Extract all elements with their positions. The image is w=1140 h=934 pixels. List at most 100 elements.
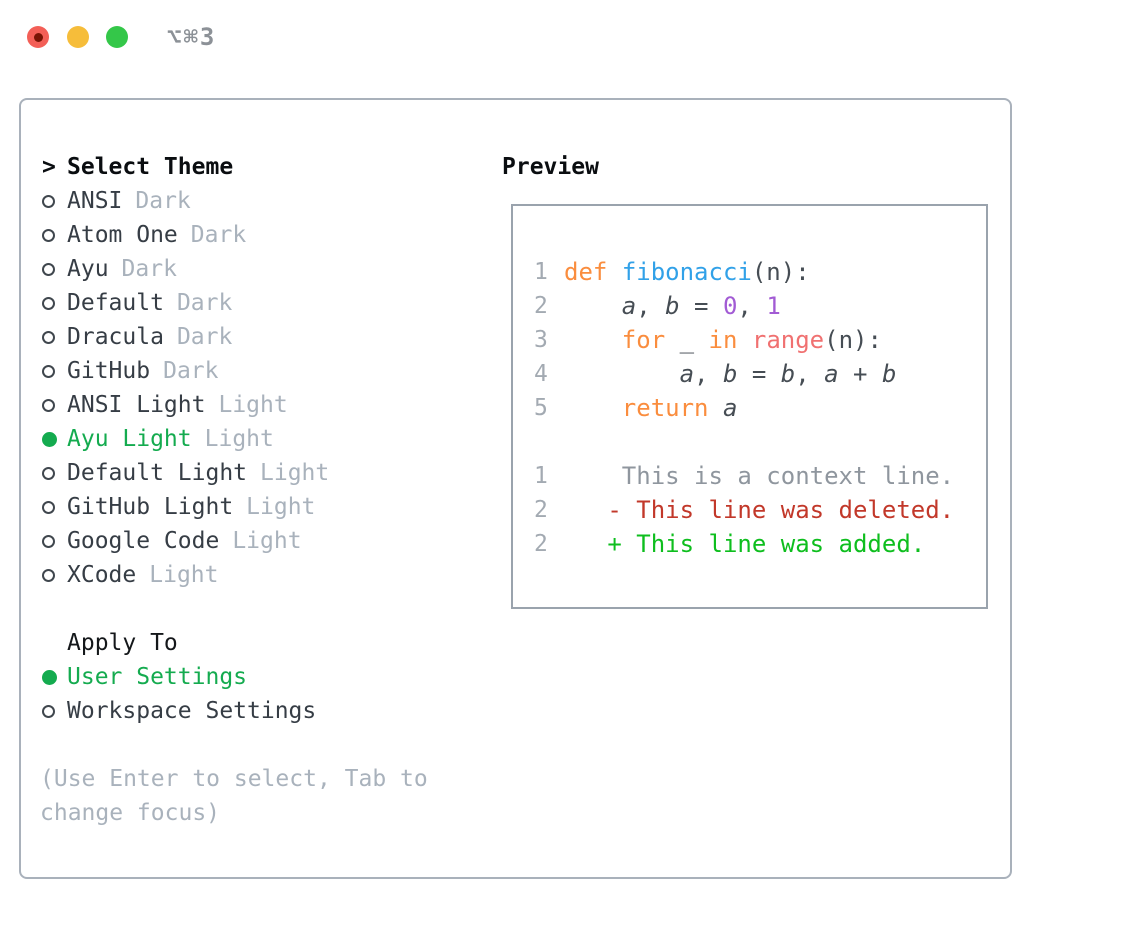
close-button[interactable] (27, 26, 49, 48)
theme-name: Ayu (67, 256, 109, 282)
theme-variant-badge: Dark (176, 324, 233, 350)
radio-icon (42, 262, 55, 276)
code-line (534, 425, 986, 459)
code-token (607, 258, 621, 286)
apply-to-option[interactable]: Workspace Settings (40, 694, 316, 728)
code-token (737, 326, 751, 354)
main-panel: > Select Theme ANSI Dark Atom One Dark A… (19, 98, 1012, 879)
theme-variant-badge: Light (218, 392, 288, 418)
maximize-button[interactable] (106, 26, 128, 48)
theme-name: ANSI (67, 188, 123, 214)
code-token: 0 (722, 292, 738, 320)
code-token: in (708, 326, 738, 354)
select-theme-title: Select Theme (67, 154, 234, 180)
code-token: _ (665, 326, 709, 354)
code-token: a (679, 360, 695, 388)
select-theme-heading: > Select Theme (40, 150, 233, 184)
line-number: 5 (534, 395, 548, 421)
line-number: 3 (534, 327, 548, 353)
code-line: 4 a, b = b, a + b (534, 357, 986, 391)
code-text: return a (564, 394, 738, 422)
code-token: range (751, 326, 825, 354)
code-text: def fibonacci(n): (564, 258, 810, 286)
code-token (564, 394, 622, 422)
theme-option[interactable]: Dracula Dark (40, 320, 329, 354)
radio-icon (42, 500, 55, 514)
code-text: a, b = b, a + b (564, 360, 897, 388)
theme-variant-badge: Dark (176, 290, 233, 316)
theme-option[interactable]: Default Light Light (40, 456, 329, 490)
code-token: a (824, 360, 839, 388)
apply-to-options: User Settings Workspace Settings (40, 660, 316, 728)
code-text: for _ in range(n): (564, 326, 882, 354)
line-number: 1 (534, 259, 548, 285)
code-token (709, 394, 723, 422)
code-token: , (636, 292, 666, 320)
line-number: 2 (534, 531, 548, 557)
theme-name: Ayu Light (67, 426, 192, 452)
code-text: a, b = 0, 1 (564, 292, 781, 320)
code-token: 1 (766, 292, 781, 320)
theme-variant-badge: Light (260, 460, 330, 486)
code-line: 3 for _ in range(n): (534, 323, 986, 357)
code-line: 1 This is a context line. (534, 459, 986, 493)
radio-icon (42, 534, 55, 548)
code-token: , (795, 360, 825, 388)
code-token: , (737, 292, 767, 320)
radio-icon (42, 704, 55, 718)
radio-icon (42, 669, 57, 685)
code-line: 5 return a (534, 391, 986, 425)
theme-option[interactable]: Default Dark (40, 286, 329, 320)
theme-option[interactable]: ANSI Light Light (40, 388, 329, 422)
theme-name: Default (67, 290, 164, 316)
theme-option[interactable]: Ayu Light Light (40, 422, 329, 456)
theme-option[interactable]: Atom One Dark (40, 218, 329, 252)
code-token (564, 360, 680, 388)
radio-icon (42, 398, 55, 412)
theme-variant-badge: Light (149, 562, 219, 588)
preview-title: Preview (502, 154, 599, 180)
theme-name: GitHub Light (67, 494, 234, 520)
radio-icon (42, 364, 55, 378)
radio-icon (42, 568, 55, 582)
theme-option[interactable]: XCode Light (40, 558, 329, 592)
theme-variant-badge: Light (246, 494, 316, 520)
hint-text: (Use Enter to select, Tab to change focu… (40, 766, 428, 826)
theme-option[interactable]: GitHub Dark (40, 354, 329, 388)
apply-to-label: Workspace Settings (67, 698, 317, 724)
code-line: 2 a, b = 0, 1 (534, 289, 986, 323)
theme-name: ANSI Light (67, 392, 206, 418)
theme-option[interactable]: GitHub Light Light (40, 490, 329, 524)
theme-option[interactable]: ANSI Dark (40, 184, 329, 218)
code-token (564, 292, 622, 320)
code-token: fibonacci (621, 258, 752, 286)
code-line: 2 - This line was deleted. (534, 493, 986, 527)
theme-name: Dracula (67, 324, 164, 350)
code-token: , (694, 360, 723, 388)
theme-variant-badge: Dark (190, 222, 247, 248)
theme-name: Default Light (67, 460, 248, 486)
theme-name: Google Code (67, 528, 220, 554)
theme-name: Atom One (67, 222, 178, 248)
theme-list: ANSI Dark Atom One Dark Ayu Dark Default… (40, 184, 329, 592)
code-token: = (679, 292, 723, 320)
code-token: + This line was added. (564, 530, 926, 558)
code-token: b (665, 292, 680, 320)
minimize-button[interactable] (67, 26, 89, 48)
code-token: a (722, 394, 738, 422)
code-text: - This line was deleted. (564, 496, 954, 524)
code-token: def (564, 258, 608, 286)
line-number: 4 (534, 361, 548, 387)
apply-to-title: Apply To (67, 630, 178, 656)
apply-to-option[interactable]: User Settings (40, 660, 316, 694)
code-token: b (722, 360, 738, 388)
theme-option[interactable]: Ayu Dark (40, 252, 329, 286)
preview-heading: Preview (502, 150, 599, 184)
theme-option[interactable]: Google Code Light (40, 524, 329, 558)
code-token: This is a context line. (564, 462, 955, 490)
theme-variant-badge: Light (204, 426, 274, 452)
code-token: (n): (824, 326, 882, 354)
radio-icon (42, 466, 55, 480)
